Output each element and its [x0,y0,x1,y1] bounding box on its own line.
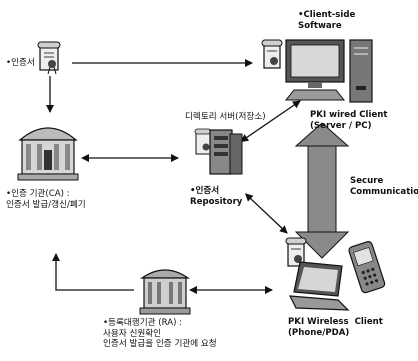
repository-server-icon [194,128,243,175]
pki-wired-client-label: PKI wired Client (Server / PC) [310,110,388,131]
secure-communication-label: Secure Communication [350,176,418,197]
ra-building-icon [139,269,191,315]
arrow-repository-wired [240,100,301,142]
directory-server-label: 디렉토리 서버(저장소) [185,112,266,122]
certificate-scroll-icon [37,41,61,75]
arrow-ra-to-ca [52,253,134,291]
client-certificate-scroll-icon [261,39,283,69]
laptop-icon [288,261,350,311]
certificate-label: •인증서 [6,58,35,68]
pki-wireless-client-label: PKI Wireless Client (Phone/PDA) [288,317,383,338]
ra-label: •등록대행기관 (RA) : 사용자 신원확인 인증서 발급을 인증 기관에 요… [103,318,217,349]
wireless-certificate-scroll-icon [285,237,307,267]
secure-communication-arrow [294,122,350,259]
desktop-pc-icon [284,39,373,103]
ca-label: •인증 기관(CA) : 인증서 발급/갱신/폐기 [6,189,86,210]
ca-building-icon [17,127,79,181]
repository-label: •인증서 Repository [190,186,243,207]
arrow-repository-wireless [244,193,288,234]
client-software-label: •Client-side Software [298,10,356,31]
mobile-phone-icon [348,241,386,294]
